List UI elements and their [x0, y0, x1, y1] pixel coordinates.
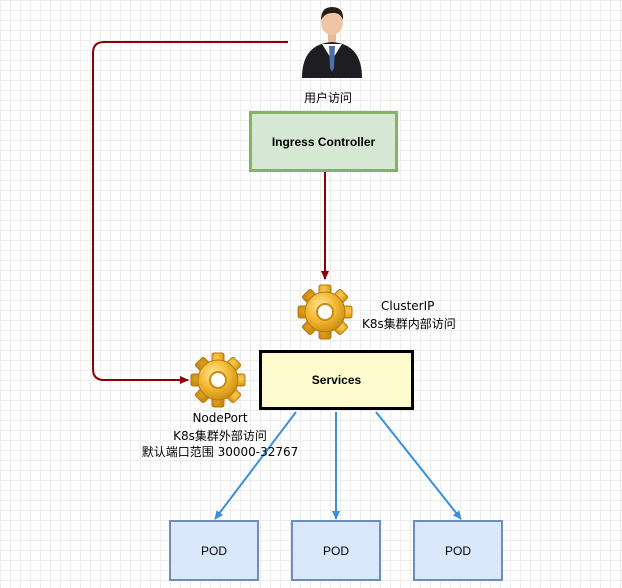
services-to-pod3-arrow [375, 411, 462, 520]
pod-label: POD [200, 543, 227, 558]
pod-node-1: POD [169, 520, 259, 581]
nodeport-port-range: 默认端口范围 30000-32767 [141, 445, 299, 459]
user-to-nodeport-arrow [92, 41, 288, 384]
user-label: 用户访问 [304, 91, 353, 105]
services-to-pod1-arrow [214, 411, 297, 520]
clusterip-gear-icon [297, 284, 353, 340]
ingress-controller-label: Ingress Controller [271, 134, 376, 149]
ingress-controller-node: Ingress Controller [249, 111, 398, 172]
services-label: Services [311, 373, 362, 387]
nodeport-subtitle: K8s集群外部访问 [173, 429, 267, 443]
user-avatar-icon [302, 7, 362, 78]
pod-label: POD [444, 543, 471, 558]
pod-node-3: POD [413, 520, 503, 581]
pod-node-2: POD [291, 520, 381, 581]
nodeport-title: NodePort [192, 411, 248, 425]
clusterip-subtitle: K8s集群内部访问 [362, 317, 456, 331]
clusterip-title: ClusterIP [381, 299, 435, 313]
services-node: Services [259, 350, 414, 410]
pod-label: POD [322, 543, 349, 558]
nodeport-gear-icon [190, 352, 246, 408]
